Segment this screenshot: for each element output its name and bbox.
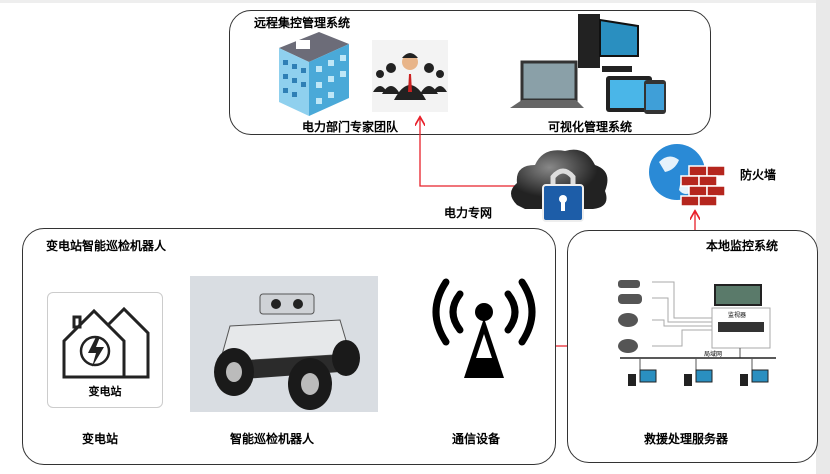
substation-label: 变电站 [82, 432, 119, 446]
expert-team-label: 电力部门专家团队 [302, 120, 399, 134]
monitoring-network-diagram: 监视器 局域网 [618, 280, 776, 386]
communication-tower-icon [432, 278, 536, 378]
substation-icon: 变电站 [47, 292, 163, 408]
visual-mgmt-label: 可视化管理系统 [548, 120, 633, 134]
firewall-label: 防火墙 [740, 168, 777, 182]
robot-system-title: 变电站智能巡检机器人 [46, 239, 167, 253]
expert-team-icon [372, 40, 448, 112]
substation-icon-text: 变电站 [88, 385, 122, 398]
remote-system-title: 远程集控管理系统 [254, 16, 351, 30]
monitor-text: 监视器 [728, 311, 746, 319]
devices-icon [510, 14, 666, 114]
private-network-label: 电力专网 [444, 206, 493, 220]
lock-icon [542, 168, 584, 222]
office-building-icon [279, 32, 349, 116]
lan-text: 局域网 [704, 350, 722, 358]
local-monitoring-box [567, 230, 818, 463]
right-edge [816, 0, 830, 474]
firewall-icon [649, 144, 726, 207]
comm-device-label: 通信设备 [452, 432, 501, 446]
robot-label: 智能巡检机器人 [230, 432, 315, 446]
inspection-robot-image [190, 276, 378, 412]
private-network-cloud-icon [511, 149, 608, 222]
top-edge [0, 0, 830, 3]
local-system-title: 本地监控系统 [706, 239, 779, 253]
arrow-to-expert-team [420, 118, 518, 187]
server-label: 救援处理服务器 [644, 432, 729, 446]
